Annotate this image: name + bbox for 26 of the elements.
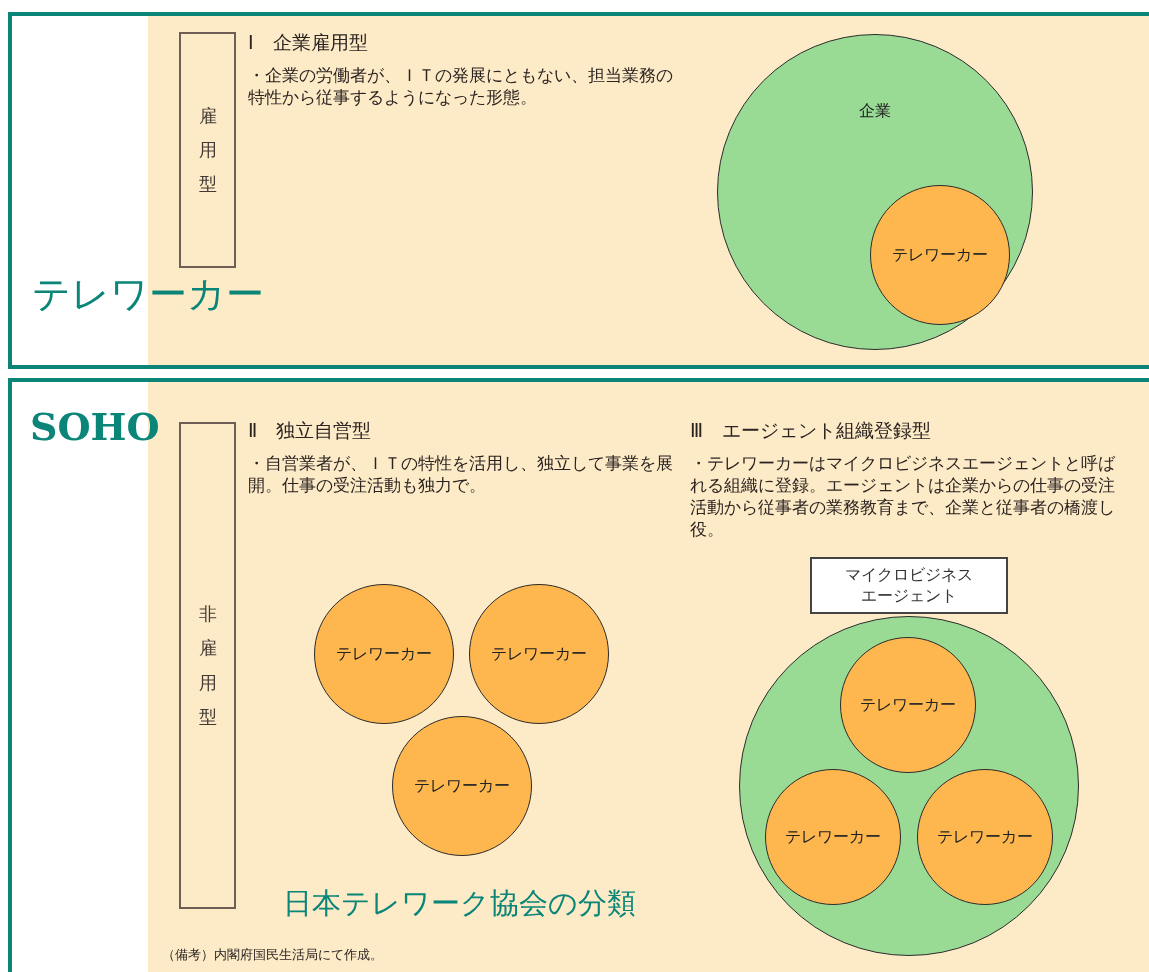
circle-label: テレワーカー — [892, 244, 988, 266]
classification-caption: 日本テレワーク協会の分類 — [283, 885, 636, 922]
circle-label: テレワーカー — [336, 643, 432, 665]
circle-label: テレワーカー — [860, 694, 956, 716]
category-box — [179, 32, 236, 268]
section-heading: Ⅲ エージェント組織登録型 — [690, 418, 932, 443]
circle-label: 企業 — [859, 101, 891, 122]
category-label: 雇用型 — [198, 103, 217, 197]
category-box — [179, 422, 236, 909]
panel-frame — [8, 378, 1149, 972]
section-heading: Ⅱ 独立自営型 — [248, 418, 372, 443]
circle-label: テレワーカー — [785, 826, 881, 848]
circle-label: テレワーカー — [414, 775, 510, 797]
agent-box — [810, 557, 1008, 614]
circle-label: テレワーカー — [491, 643, 587, 665]
panel-frame — [8, 12, 1149, 369]
section-description: ・自営業者が、ＩＴの特性を活用し、独立して事業を展開。仕事の受注活動も独力で。 — [248, 452, 673, 497]
section-heading: Ⅰ 企業雇用型 — [248, 30, 368, 55]
panel-title: テレワーカー — [32, 271, 264, 318]
section-description: ・テレワーカーはマイクロビジネスエージェントと呼ばれる組織に登録。エージェントは企業からの仕事の受注活動から従事者の業務教育まで、企業と従事者の橋渡し役。 — [690, 452, 1116, 541]
agent-label: マイクロビジネスエージェント — [845, 564, 973, 607]
section-description: ・企業の労働者が、ＩＴの発展にともない、担当業務の特性から従事するようになった形態。 — [248, 64, 674, 109]
source-note: （備考）内閣府国民生活局にて作成。 — [162, 947, 383, 964]
category-label: 非雇用型 — [198, 602, 217, 729]
circle-label: テレワーカー — [937, 826, 1033, 848]
panel-title: SOHO — [30, 404, 160, 449]
